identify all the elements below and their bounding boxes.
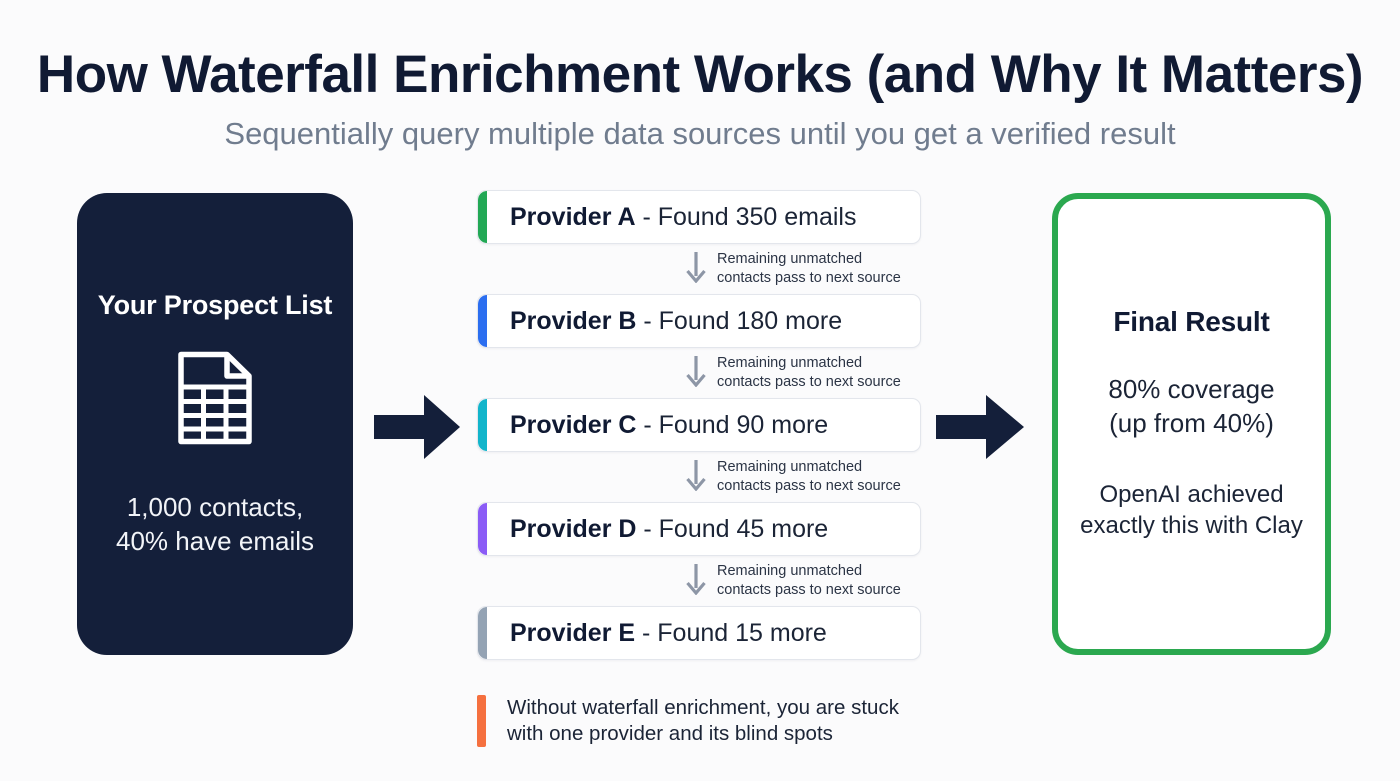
waterfall-connector: Remaining unmatched contacts pass to nex… <box>477 452 921 502</box>
prospect-list-title: Your Prospect List <box>97 289 333 320</box>
connector-line-1: Remaining unmatched <box>717 562 863 579</box>
page-header: How Waterfall Enrichment Works (and Why … <box>0 45 1400 152</box>
provider-name: Provider D <box>510 514 637 543</box>
connector-line-2: contacts pass to next source <box>717 478 901 494</box>
connector-text: Remaining unmatched contacts pass to nex… <box>717 562 901 600</box>
spreadsheet-document-icon <box>175 349 255 452</box>
waterfall-step-row[interactable]: Provider D - Found 45 more <box>477 502 921 556</box>
note-line-1: OpenAI achieved <box>1099 480 1284 508</box>
provider-accent-bar <box>478 607 487 659</box>
provider-accent-bar <box>478 503 487 555</box>
arrow-down-icon <box>685 563 707 600</box>
warning-line-1: Without waterfall enrichment, you are st… <box>507 696 899 719</box>
waterfall-connector: Remaining unmatched contacts pass to nex… <box>477 348 921 398</box>
connector-line-2: contacts pass to next source <box>717 374 901 390</box>
coverage-line-2: (up from 40%) <box>1109 408 1274 439</box>
final-result-note: OpenAI achieved exactly this with Clay <box>1080 479 1303 542</box>
provider-result: - Found 350 emails <box>635 202 857 231</box>
provider-name: Provider E <box>510 618 636 647</box>
provider-label: Provider C - Found 90 more <box>478 410 829 439</box>
provider-name: Provider C <box>510 410 637 439</box>
waterfall-step-row[interactable]: Provider B - Found 180 more <box>477 294 921 348</box>
coverage-line-1: 80% coverage <box>1108 374 1275 405</box>
connector-line-2: contacts pass to next source <box>717 582 901 598</box>
final-result-coverage: 80% coverage (up from 40%) <box>1108 372 1274 441</box>
provider-label: Provider B - Found 180 more <box>478 306 843 335</box>
provider-result: - Found 45 more <box>636 514 829 543</box>
connector-line-2: contacts pass to next source <box>717 270 901 286</box>
provider-accent-bar <box>478 191 487 243</box>
waterfall-step-row[interactable]: Provider A - Found 350 emails <box>477 190 921 244</box>
warning-text: Without waterfall enrichment, you are st… <box>486 695 899 747</box>
waterfall-connector: Remaining unmatched contacts pass to nex… <box>477 244 921 294</box>
connector-line-1: Remaining unmatched <box>717 354 863 371</box>
prospect-list-card: Your Prospect List 1,000 contacts, 40% h… <box>77 193 353 655</box>
connector-text: Remaining unmatched contacts pass to nex… <box>717 250 901 288</box>
arrow-down-icon <box>685 459 707 496</box>
arrow-down-icon <box>685 251 707 288</box>
page-subtitle: Sequentially query multiple data sources… <box>224 116 1176 152</box>
warning-accent-bar <box>477 695 486 748</box>
connector-text: Remaining unmatched contacts pass to nex… <box>717 354 901 392</box>
waterfall-connector: Remaining unmatched contacts pass to nex… <box>477 556 921 606</box>
final-result-title: Final Result <box>1113 306 1270 338</box>
prospect-contacts-count: 1,000 contacts, <box>126 491 304 522</box>
page-title: How Waterfall Enrichment Works (and Why … <box>36 45 1364 104</box>
provider-name: Provider A <box>510 202 636 231</box>
final-result-card: Final Result 80% coverage (up from 40%) … <box>1052 193 1331 655</box>
provider-result: - Found 180 more <box>636 306 843 335</box>
arrow-down-icon <box>685 355 707 392</box>
provider-label: Provider D - Found 45 more <box>478 514 829 543</box>
provider-label: Provider A - Found 350 emails <box>478 202 857 231</box>
warning-line-2: with one provider and its blind spots <box>507 722 833 746</box>
note-line-2: exactly this with Clay <box>1080 512 1303 540</box>
provider-accent-bar <box>478 295 487 347</box>
provider-result: - Found 15 more <box>635 618 827 647</box>
provider-name: Provider B <box>510 306 637 335</box>
provider-accent-bar <box>478 399 487 451</box>
warning-note: Without waterfall enrichment, you are st… <box>477 695 921 748</box>
provider-label: Provider E - Found 15 more <box>478 618 827 647</box>
connector-text: Remaining unmatched contacts pass to nex… <box>717 458 901 496</box>
connector-line-1: Remaining unmatched <box>717 250 863 267</box>
connector-line-1: Remaining unmatched <box>717 458 863 475</box>
prospect-email-coverage: 40% have emails <box>116 526 314 556</box>
waterfall-step-row[interactable]: Provider E - Found 15 more <box>477 606 921 660</box>
block-arrow-right-icon <box>936 393 1026 466</box>
waterfall-step-row[interactable]: Provider C - Found 90 more <box>477 398 921 452</box>
block-arrow-right-icon <box>374 393 462 466</box>
waterfall-steps-list: Provider A - Found 350 emails Remaining … <box>477 190 921 748</box>
provider-result: - Found 90 more <box>636 410 829 439</box>
prospect-list-stats: 1,000 contacts, 40% have emails <box>116 490 314 559</box>
